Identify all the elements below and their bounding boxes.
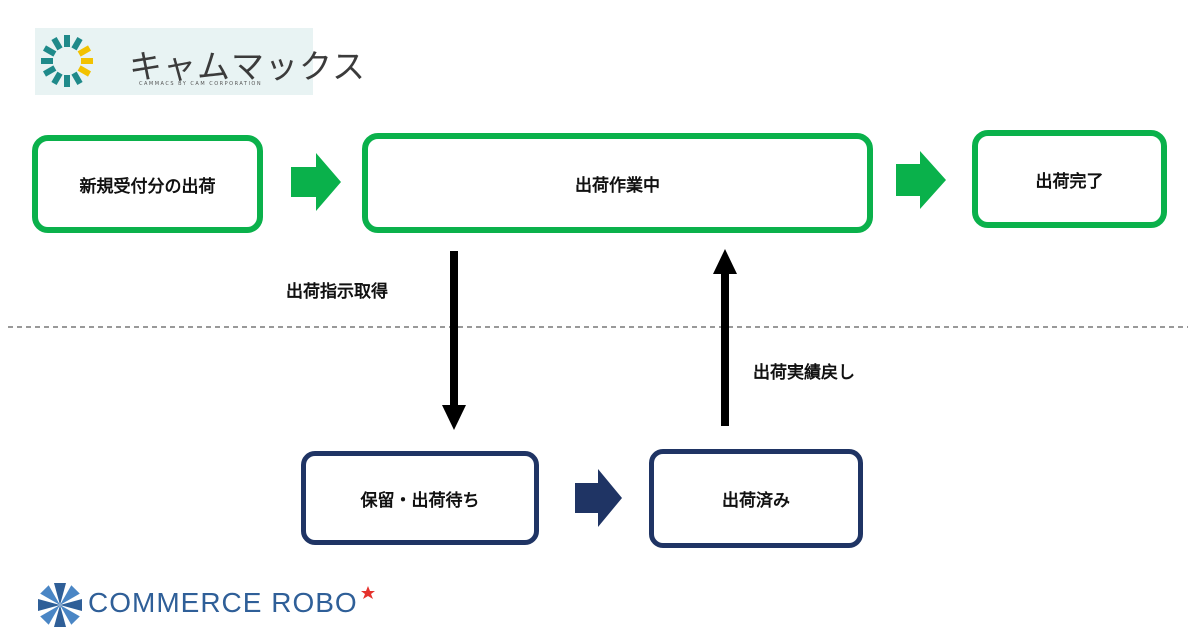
node-shipping-complete: 出荷完了 bbox=[972, 130, 1167, 228]
node-on-hold: 保留・出荷待ち bbox=[301, 451, 539, 545]
cammacs-logo-text: キャムマックス bbox=[129, 47, 367, 86]
green-arrow-2 bbox=[896, 151, 946, 209]
commerce-robo-logo-text: COMMERCE ROBO bbox=[88, 587, 358, 618]
sunburst-icon bbox=[41, 35, 93, 87]
node-new-orders: 新規受付分の出荷 bbox=[32, 135, 263, 233]
cammacs-logo: キャムマックス CAMMACS BY CAM CORPORATION bbox=[35, 28, 365, 95]
red-star-icon bbox=[361, 586, 375, 599]
commerce-robo-logo: COMMERCE ROBO bbox=[36, 576, 396, 636]
edge-label-return-results: 出荷実績戻し bbox=[753, 363, 855, 383]
down-arrow-head bbox=[442, 405, 466, 430]
node-shipping-in-progress: 出荷作業中 bbox=[362, 133, 873, 233]
down-arrow-shaft bbox=[450, 251, 458, 407]
green-arrow-1 bbox=[291, 153, 341, 211]
up-arrow-head bbox=[713, 249, 737, 274]
edge-label-get-instructions: 出荷指示取得 bbox=[286, 282, 388, 302]
up-arrow-shaft bbox=[721, 272, 729, 426]
cammacs-logo-subtext: CAMMACS BY CAM CORPORATION bbox=[139, 81, 263, 87]
node-shipped: 出荷済み bbox=[649, 449, 863, 548]
navy-arrow bbox=[575, 469, 622, 527]
pinwheel-icon bbox=[38, 583, 82, 627]
